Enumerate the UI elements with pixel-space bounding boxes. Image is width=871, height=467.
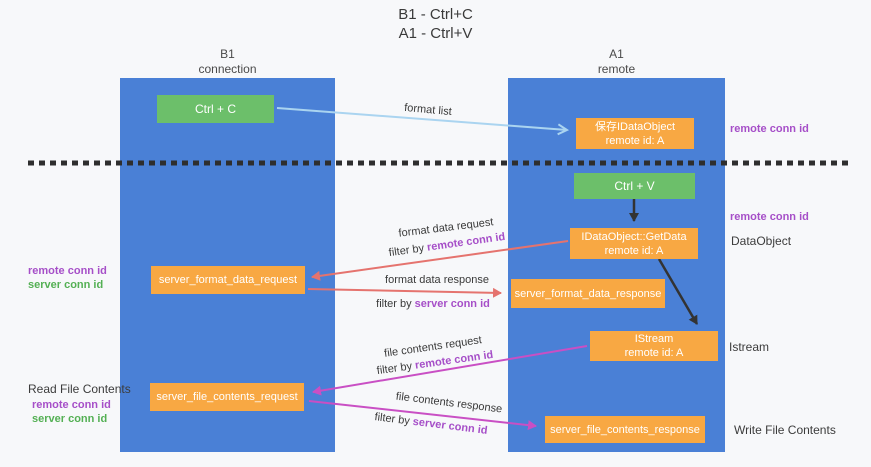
server-format-data-response-box: server_format_data_response [511, 279, 665, 308]
filter-key: server conn id [414, 298, 490, 310]
server-conn-id-label-left-2: server conn id [32, 413, 108, 425]
filter-by-server-conn-id-label-1: filter by server conn id [376, 298, 490, 310]
istream-line1: IStream [634, 333, 674, 345]
lane-header-a1: A1 remote [508, 47, 725, 77]
format-data-response-arrow [307, 287, 502, 298]
ctrl-v-label: Ctrl + V [614, 179, 655, 193]
file-contents-response-label: file contents response [395, 390, 503, 416]
lane-a1-role: remote [597, 62, 636, 76]
remote-conn-id-label-mid-right: remote conn id [730, 211, 809, 223]
dataobject-label: DataObject [731, 234, 792, 248]
lane-a1-name: A1 [609, 47, 624, 61]
remote-conn-id-label-left-1: remote conn id [28, 265, 107, 277]
remote-conn-id-label-top-right: remote conn id [730, 123, 809, 135]
title-line-1: B1 - Ctrl+C [398, 6, 473, 23]
ctrl-c-label: Ctrl + C [194, 102, 236, 116]
server-file-contents-request-box: server_file_contents_request [150, 383, 304, 411]
left-conn-id-group-2: remote conn id server conn id [32, 398, 111, 426]
filter-prefix: filter by [376, 298, 412, 310]
diagram-title: B1 - Ctrl+C A1 - Ctrl+V [0, 5, 871, 43]
format-list-label: format list [403, 101, 453, 119]
filter-prefix: filter by [373, 411, 411, 428]
filter-by-server-conn-id-label-2: filter by server conn id [374, 411, 488, 437]
server-format-data-request-box: server_format_data_request [151, 266, 305, 294]
server-file-contents-response-box: server_file_contents_response [545, 416, 705, 443]
getdata-line1: IDataObject::GetData [581, 230, 687, 243]
filter-prefix: filter by [388, 242, 425, 260]
server-format-data-response-label: server_format_data_response [514, 287, 662, 300]
server-format-data-request-label: server_format_data_request [158, 274, 298, 286]
ctrl-v-box: Ctrl + V [574, 173, 695, 199]
lane-b1-role: connection [198, 62, 257, 76]
getdata-box: IDataObject::GetData remote id: A [570, 228, 698, 259]
lane-header-b1: B1 connection [120, 47, 335, 77]
server-conn-id-label-left-1: server conn id [28, 279, 104, 291]
title-line-2: A1 - Ctrl+V [398, 25, 473, 42]
server-file-contents-response-label: server_file_contents_response [550, 423, 700, 436]
ctrl-c-box: Ctrl + C [157, 95, 274, 123]
server-file-contents-request-label: server_file_contents_request [156, 391, 298, 403]
istream-box: IStream remote id: A [590, 331, 718, 361]
filter-key: server conn id [412, 415, 489, 437]
getdata-line2: remote id: A [604, 244, 664, 257]
filter-prefix: filter by [376, 360, 413, 378]
read-file-contents-label: Read File Contents [28, 382, 131, 396]
istream-side-label: Istream [729, 340, 770, 354]
istream-line2: remote id: A [624, 347, 684, 359]
remote-conn-id-label-left-2: remote conn id [32, 399, 111, 411]
save-idataobject-line2: remote id: A [605, 134, 665, 147]
save-idataobject-box: 保存IDataObject remote id: A [576, 118, 694, 149]
save-idataobject-line1: 保存IDataObject [594, 120, 676, 133]
write-file-contents-label: Write File Contents [734, 423, 836, 437]
lane-b1-name: B1 [220, 47, 235, 61]
format-data-response-label: format data response [385, 274, 489, 286]
left-conn-id-group-1: remote conn id server conn id [28, 264, 107, 292]
